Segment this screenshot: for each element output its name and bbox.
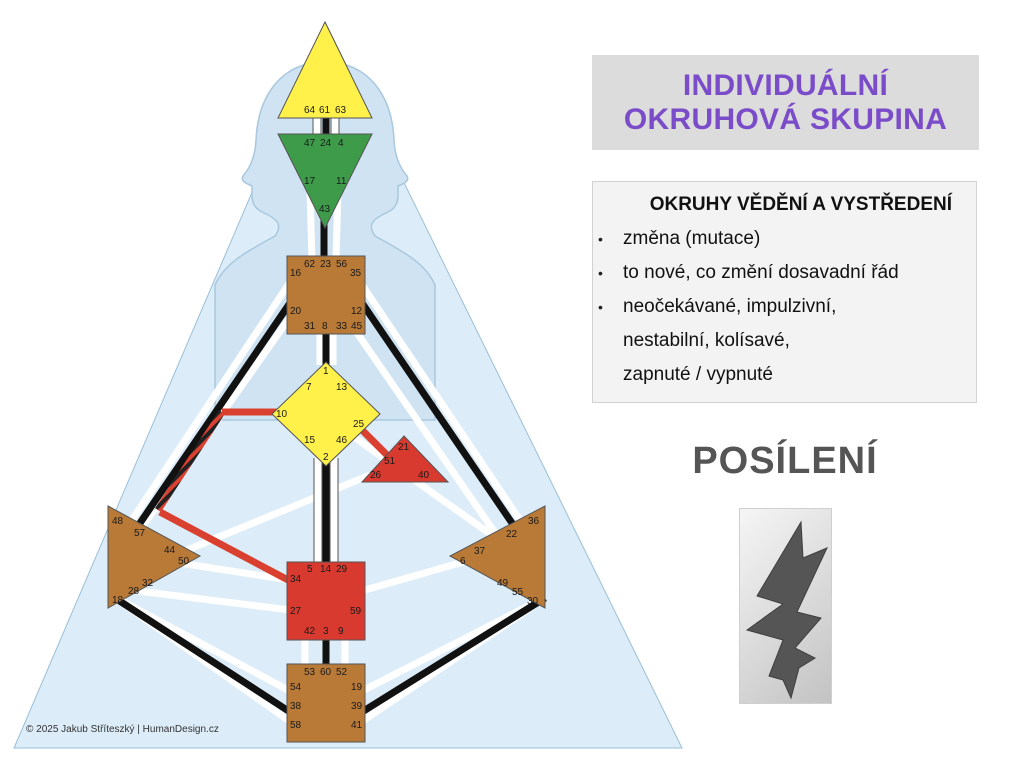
gate-number: 49 [497, 578, 509, 589]
gate-number: 14 [320, 564, 332, 575]
gate-number: 37 [474, 546, 486, 557]
gate-number: 13 [336, 382, 348, 393]
gate-number: 36 [528, 516, 540, 527]
gate-number: 10 [276, 409, 288, 420]
gate-number: 42 [304, 626, 316, 637]
gate-number: 50 [178, 556, 190, 567]
info-list: změna (mutace) to nové, co změní dosavad… [593, 222, 966, 392]
title-banner: INDIVIDUÁLNÍ OKRUHOVÁ SKUPINA [592, 55, 979, 150]
lightning-card [739, 508, 832, 704]
gate-number: 56 [336, 259, 348, 270]
gate-number: 61 [319, 105, 331, 116]
gate-number: 6 [460, 556, 466, 567]
gate-number: 47 [304, 138, 316, 149]
heart-center [360, 435, 450, 483]
gate-number: 31 [304, 321, 316, 332]
gate-number: 51 [384, 456, 396, 467]
title-line-1: INDIVIDUÁLNÍ [682, 68, 889, 102]
gate-number: 57 [134, 528, 146, 539]
gate-number: 15 [304, 435, 316, 446]
gate-number: 58 [290, 720, 302, 731]
spleen-center [107, 505, 202, 609]
gate-number: 23 [320, 259, 332, 270]
gate-number: 41 [351, 720, 363, 731]
gate-number: 12 [351, 306, 363, 317]
list-item: to nové, co změní dosavadní řád [593, 256, 966, 290]
gate-numbers: 64 61 63 47 24 4 17 11 43 62 23 56 16 35… [112, 105, 540, 731]
gate-number: 26 [370, 470, 382, 481]
gate-number: 9 [338, 626, 344, 637]
gate-number: 16 [290, 268, 302, 279]
bodygraph-diagram: 64 61 63 47 24 4 17 11 43 62 23 56 16 35… [13, 20, 683, 749]
gate-number: 11 [336, 176, 347, 187]
gate-number: 60 [320, 667, 332, 678]
gate-number: 3 [323, 626, 329, 637]
gate-number: 44 [164, 545, 176, 556]
gate-number: 29 [336, 564, 348, 575]
lightning-bolt-icon [745, 520, 829, 700]
list-item: zapnuté / vypnuté [623, 364, 773, 385]
g-center [271, 361, 381, 467]
gate-number: 59 [350, 606, 362, 617]
list-item: nestabilní, kolísavé, [623, 330, 790, 351]
gate-number: 39 [351, 701, 363, 712]
gate-number: 64 [304, 105, 316, 116]
root-center [286, 663, 366, 743]
gate-number: 2 [323, 452, 329, 463]
gate-number: 4 [338, 138, 344, 149]
gate-number: 48 [112, 516, 124, 527]
gate-number: 27 [290, 606, 302, 617]
info-heading: OKRUHY VĚDĚNÍ A VYSTŘEDENÍ [649, 194, 952, 215]
head-center [277, 20, 373, 119]
gate-number: 1 [323, 366, 329, 377]
gate-number: 54 [290, 682, 302, 693]
gate-number: 24 [320, 138, 332, 149]
gate-number: 5 [307, 564, 313, 575]
gate-number: 35 [350, 268, 362, 279]
list-item: neočekávané, impulzivní, [593, 290, 966, 324]
gate-number: 19 [351, 682, 363, 693]
gate-number: 52 [336, 667, 348, 678]
list-item: změna (mutace) [593, 222, 966, 256]
gate-number: 32 [142, 578, 154, 589]
gate-number: 45 [351, 321, 363, 332]
gate-number: 38 [290, 701, 302, 712]
gate-number: 62 [304, 259, 316, 270]
gate-number: 21 [398, 442, 410, 453]
gate-number: 43 [319, 204, 331, 215]
gate-number: 53 [304, 667, 316, 678]
info-panel: OKRUHY VĚDĚNÍ A VYSTŘEDENÍ změna (mutace… [592, 181, 977, 403]
gate-number: 20 [290, 306, 302, 317]
gate-number: 18 [112, 595, 124, 606]
gate-number: 30 [527, 596, 539, 607]
empowerment-label: POSÍLENÍ [692, 440, 878, 482]
gate-number: 22 [506, 529, 518, 540]
throat-center [286, 255, 366, 335]
gate-number: 55 [512, 587, 524, 598]
gate-number: 8 [322, 321, 328, 332]
gate-number: 46 [336, 435, 348, 446]
gate-number: 17 [304, 176, 316, 187]
sacral-center [286, 561, 366, 641]
solar-plexus-center [448, 505, 546, 609]
gate-number: 33 [336, 321, 348, 332]
gate-number: 25 [353, 419, 365, 430]
gate-number: 63 [335, 105, 347, 116]
gate-number: 28 [128, 586, 140, 597]
gate-number: 7 [306, 382, 312, 393]
gate-number: 40 [418, 470, 430, 481]
title-line-2: OKRUHOVÁ SKUPINA [623, 102, 948, 136]
copyright-notice: © 2025 Jakub Stříteszký | HumanDesign.cz [26, 724, 219, 735]
black-channels [113, 118, 547, 715]
gate-number: 34 [290, 574, 302, 585]
ajna-center [277, 133, 373, 230]
